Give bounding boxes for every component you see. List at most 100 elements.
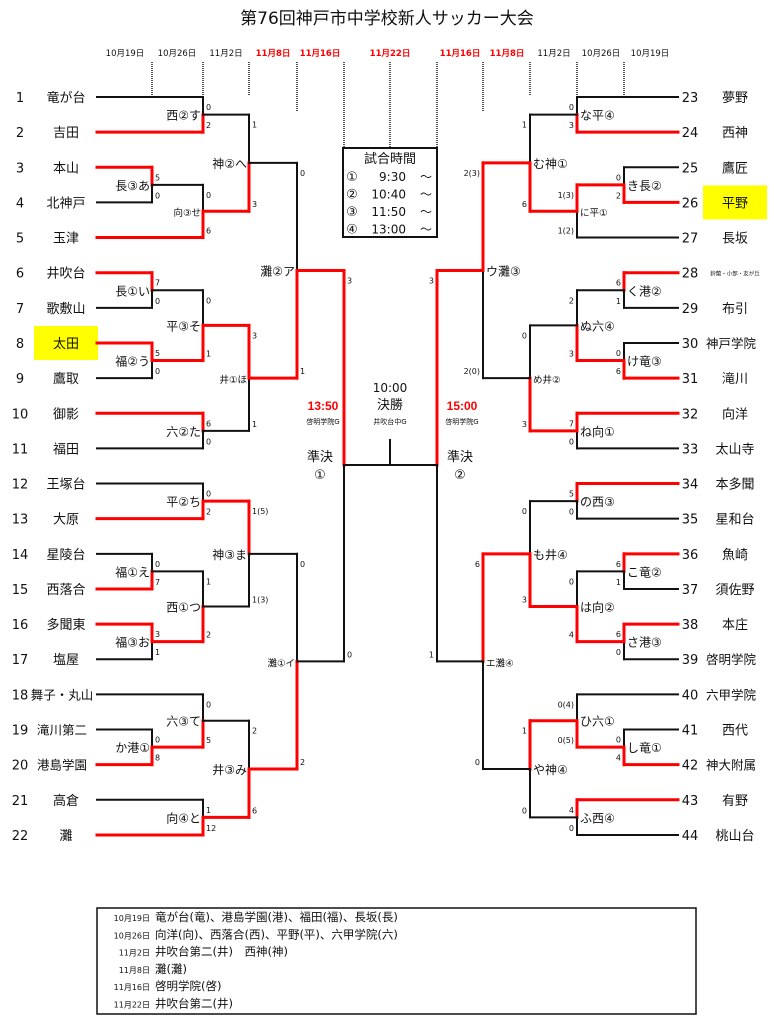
score: 2 [252,727,257,736]
score: 0 [300,169,305,178]
team-number: 8 [16,337,24,352]
team-note: 鈴蘭・小部・友が丘 [710,270,760,278]
score: 6 [206,227,211,236]
score: 5 [206,736,211,745]
score: 3 [522,596,527,605]
score: 3 [252,331,257,340]
score: 1 [206,350,211,359]
date-left-0: 10月19日 [106,49,145,59]
schedule-tilde: 〜 [420,188,432,202]
match-label: エ灘④ [486,657,514,669]
team-name: 井吹台 [46,267,85,282]
team-name: 玉津 [53,232,79,247]
score: 0 [569,508,574,517]
note-date: 10月19日 [114,914,150,923]
team-row: 36 魚崎 [682,548,748,563]
team-name: 有野 [722,794,748,809]
team-number: 30 [682,337,699,352]
score: 4 [569,631,574,640]
match-label: 長①い [115,284,150,298]
schedule-time: 9:30 [379,170,406,184]
match-label: 六②た [166,425,201,439]
match-label: 西①つ [166,601,201,615]
score: 2 [300,758,305,767]
match-label: ぬ六④ [580,319,615,333]
note-date: 11月22日 [114,1001,150,1010]
team-number: 41 [682,724,699,739]
team-name: 本山 [53,161,79,176]
score: 3 [569,121,574,130]
team-name: 神大附属 [706,758,756,773]
note-text: 向洋(向)、西落合(西)、平野(平)、六甲学院(六) [155,927,398,941]
team-number: 11 [12,442,29,457]
match-label: 井①ほ [219,374,247,386]
score: 7 [155,279,160,288]
team-number: 44 [682,829,699,844]
score: 0 [347,650,352,659]
team-number: 31 [682,372,699,387]
schedule-number: ③ [346,205,358,220]
score: 0 [569,103,574,112]
score: 0 [206,296,211,305]
match-label: 福②う [115,354,150,369]
team-name: 王塚台 [46,478,85,493]
match-label: 平③そ [166,319,201,333]
semi2-venue: 啓明学院G [445,417,478,426]
team-number: 21 [12,794,29,809]
team-number: 43 [682,794,699,809]
score: 2 [206,631,211,640]
match-label: 灘①イ [267,657,295,669]
score: 2 [616,191,621,200]
score: 1(2) [558,227,574,236]
score: 1 [616,297,621,306]
team-name: 西落合 [46,583,85,598]
semi1-time: 13:50 [308,399,339,413]
team-row: 15 西落合 [12,583,86,598]
final-info: 10:00 決勝 井吹台中G 13:50 啓明学院G 準決 ① 15:00 啓明… [306,381,478,483]
match-label: 向③せ [173,207,201,219]
team-number: 38 [682,618,699,633]
date-left-4: 11月16日 [300,49,341,59]
team-number: 15 [12,583,29,598]
schedule-tilde: 〜 [420,170,432,184]
final-venue: 井吹台中G [373,417,406,426]
score: 0 [206,191,211,200]
score: 6 [522,200,527,209]
score: 0 [206,437,211,446]
score: 1 [252,121,257,130]
score: 6 [616,367,621,376]
score: 1(3) [558,191,574,200]
team-name: 本多聞 [715,477,754,493]
note-date: 11月8日 [119,966,150,975]
team-number: 25 [682,161,699,176]
score: 5 [155,349,160,358]
team-number: 24 [682,126,699,141]
team-name: 魚崎 [722,548,748,563]
schedule-time: 11:50 [371,205,406,219]
score: 6 [616,279,621,288]
team-number: 36 [682,548,699,563]
team-name: 本庄 [722,617,748,633]
date-left-2: 11月2日 [209,49,242,59]
match-label: 西②す [166,109,201,123]
score: 0 [569,437,574,446]
match-label: に平① [580,208,608,219]
team-row: 43 有野 [682,794,748,809]
match-label: も井④ [533,548,568,562]
match-label: ふ西④ [580,811,615,825]
date-left-1: 10月26日 [158,49,197,59]
